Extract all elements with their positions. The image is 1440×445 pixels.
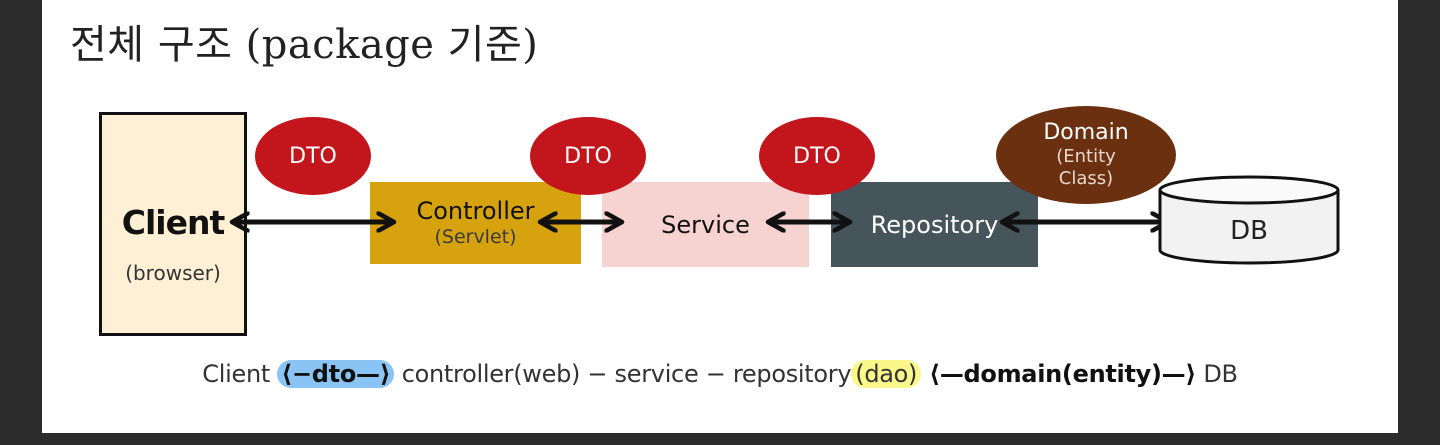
service-box: Service [602, 182, 809, 267]
dto-badge: DTO [530, 117, 646, 195]
repository-box: Repository [831, 182, 1038, 267]
controller-box: Controller (Servlet) [370, 182, 581, 264]
domain-sublabel-1: (Entity [1056, 146, 1116, 167]
dto-badge: DTO [255, 117, 371, 195]
slide: 전체 구조 (package 기준) Client (browser) Cont… [42, 0, 1398, 433]
slide-title: 전체 구조 (package 기준) [70, 22, 539, 68]
client-label: Client [121, 203, 226, 242]
db-label: DB [1230, 216, 1268, 246]
summary-controller: controller(web) − service − repository [394, 360, 852, 388]
client-sublabel: (browser) [125, 261, 221, 285]
summary-client: Client [202, 360, 278, 388]
summary-db: DB [1196, 360, 1238, 388]
dto-badge: DTO [759, 117, 875, 195]
domain-badge: Domain (Entity Class) [996, 106, 1176, 204]
controller-sublabel: (Servlet) [434, 226, 517, 248]
service-label: Service [661, 210, 750, 239]
summary-domain: ⟨—domain(entity)—⟩ [921, 360, 1197, 388]
repository-label: Repository [870, 210, 999, 239]
summary-dao-highlight: (dao) [851, 360, 922, 388]
summary-line: Client ⟨−dto—⟩ controller(web) − service… [42, 360, 1398, 388]
summary-dto-highlight: ⟨−dto—⟩ [277, 360, 395, 388]
domain-label: Domain [1043, 120, 1129, 145]
domain-sublabel-2: Class) [1058, 168, 1114, 189]
client-box: Client (browser) [99, 112, 247, 336]
controller-label: Controller [416, 197, 535, 225]
